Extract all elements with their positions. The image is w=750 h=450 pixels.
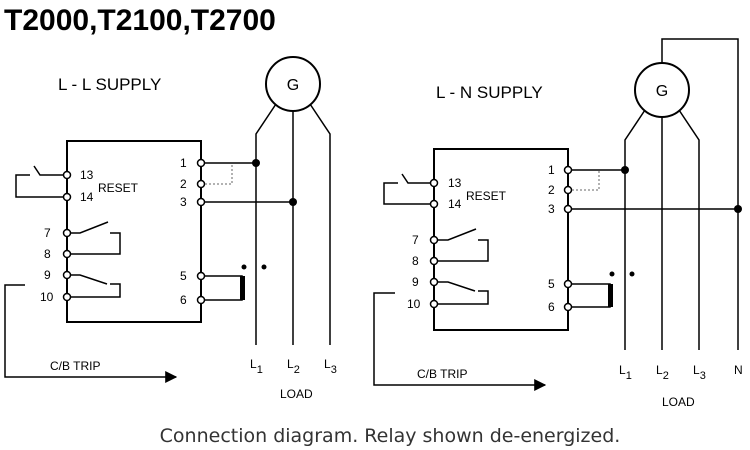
left-line-l3 bbox=[309, 103, 331, 345]
right-pin-5: 5 bbox=[548, 277, 555, 291]
left-jumper bbox=[205, 163, 233, 185]
left-pin-7: 7 bbox=[44, 226, 51, 240]
left-pin-9: 9 bbox=[44, 268, 51, 282]
right-generator-icon: G bbox=[634, 62, 690, 118]
right-cb-trip-arrow bbox=[373, 292, 547, 391]
right-pin-3: 3 bbox=[548, 202, 555, 216]
left-pin-2: 2 bbox=[180, 177, 187, 191]
left-load-l2-label: L2 bbox=[287, 357, 300, 376]
left-line-l1 bbox=[255, 103, 277, 345]
right-pin-6: 6 bbox=[548, 300, 555, 314]
right-pin-13: 13 bbox=[448, 176, 462, 190]
left-ct-coil bbox=[205, 275, 243, 301]
left-pin-3: 3 bbox=[180, 195, 187, 209]
right-jumper bbox=[572, 170, 600, 191]
right-pin-14: 14 bbox=[448, 197, 462, 211]
right-contact-7-8 bbox=[438, 228, 477, 241]
right-pin-1: 1 bbox=[548, 163, 555, 177]
right-load-l3-label: L3 bbox=[693, 363, 706, 382]
left-pin-13: 13 bbox=[80, 168, 94, 182]
left-load-l3-label: L3 bbox=[324, 357, 337, 376]
right-pin-9: 9 bbox=[412, 275, 419, 289]
right-terminals-right bbox=[563, 165, 573, 312]
left-pin-5: 5 bbox=[180, 269, 187, 283]
left-terminals-left bbox=[62, 170, 72, 302]
right-load-l2-label: L2 bbox=[656, 363, 669, 382]
left-load-label: LOAD bbox=[280, 387, 313, 401]
right-terminals-left bbox=[429, 178, 439, 309]
left-pin-6: 6 bbox=[180, 293, 187, 307]
left-pin-8: 8 bbox=[44, 247, 51, 261]
right-line-n bbox=[661, 38, 739, 350]
left-cb-trip-label: C/B TRIP bbox=[50, 359, 100, 373]
diagram-caption: Connection diagram. Relay shown de-energ… bbox=[160, 425, 621, 447]
right-load-n-label: N bbox=[734, 363, 743, 377]
right-line-l3 bbox=[678, 109, 700, 350]
left-terminals-right bbox=[196, 158, 206, 305]
diagram-title: T2000,T2100,T2700 bbox=[4, 4, 276, 37]
right-diagram: L - N SUPPLY G 13 14 RE bbox=[373, 38, 743, 409]
left-supply-label: L - L SUPPLY bbox=[58, 75, 161, 94]
right-load-l1-label: L1 bbox=[619, 363, 632, 382]
left-contact-7-8 bbox=[71, 221, 109, 234]
left-pin-10: 10 bbox=[40, 290, 54, 304]
right-pin-2: 2 bbox=[548, 183, 555, 197]
left-contact-9-10 bbox=[71, 274, 108, 285]
right-contact-9-10 bbox=[438, 281, 476, 292]
left-reset-label: RESET bbox=[98, 181, 139, 195]
left-pin-1: 1 bbox=[180, 156, 187, 170]
left-diagram: L - L SUPPLY G 13 14 RESET 7 bbox=[4, 56, 337, 401]
right-pin-10: 10 bbox=[407, 297, 421, 311]
right-supply-label: L - N SUPPLY bbox=[436, 83, 543, 102]
left-reset-switch bbox=[33, 165, 63, 176]
left-load-l1-label: L1 bbox=[250, 357, 263, 376]
left-cb-trip-arrow bbox=[4, 284, 178, 383]
left-generator-icon: G bbox=[265, 56, 321, 112]
right-line-l1 bbox=[624, 109, 646, 350]
right-pin-7: 7 bbox=[412, 233, 419, 247]
right-load-label: LOAD bbox=[662, 395, 695, 409]
right-reset-label: RESET bbox=[466, 189, 507, 203]
left-pin-14: 14 bbox=[80, 190, 94, 204]
right-ct-coil bbox=[572, 283, 611, 308]
left-generator-label: G bbox=[287, 77, 299, 94]
right-reset-switch bbox=[401, 173, 430, 184]
right-pin-8: 8 bbox=[412, 254, 419, 268]
right-generator-label: G bbox=[656, 83, 668, 100]
right-cb-trip-label: C/B TRIP bbox=[417, 367, 467, 381]
